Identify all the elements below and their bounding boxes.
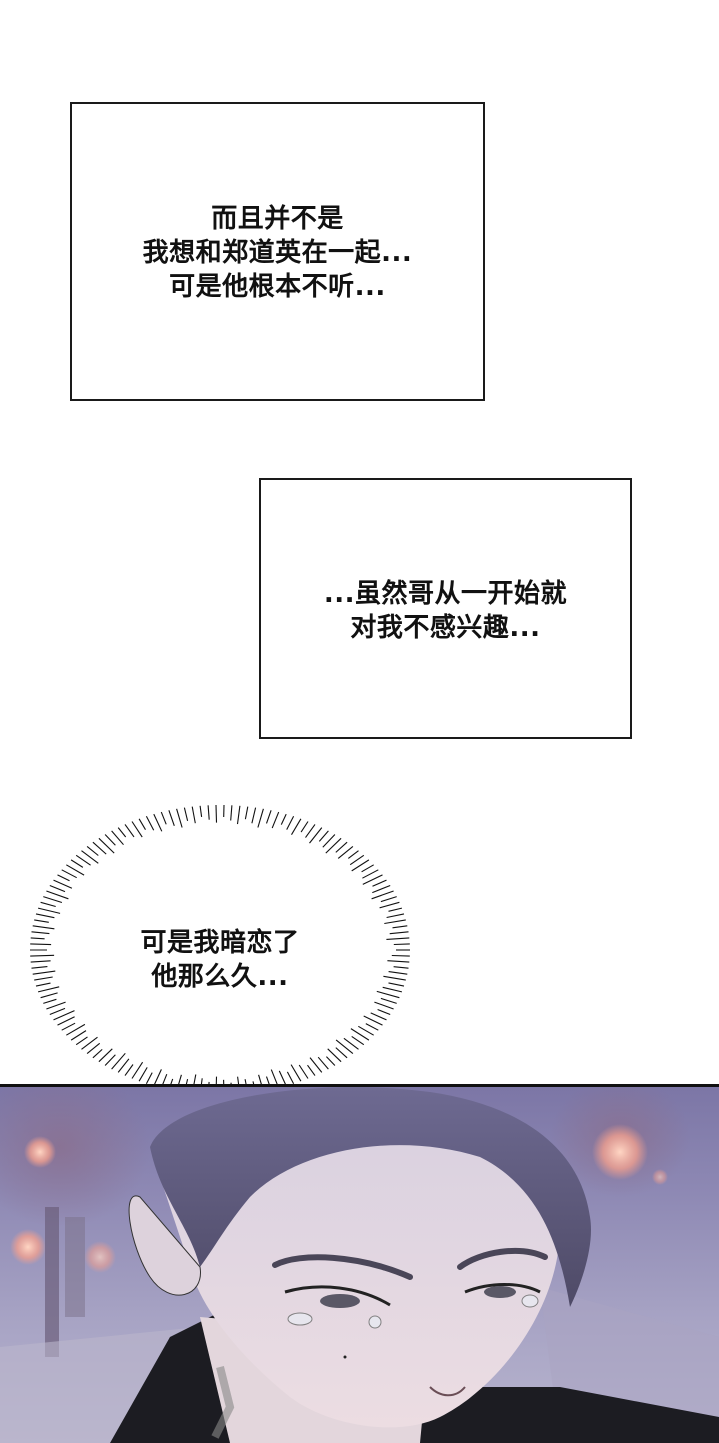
caption-text-1: 而且并不是 我想和郑道英在一起... 可是他根本不听... xyxy=(143,202,413,304)
caption-text-2: ...虽然哥从一开始就 对我不感兴趣... xyxy=(324,577,567,645)
caption-line: 我想和郑道英在一起... xyxy=(143,236,413,270)
caption-line: ...虽然哥从一开始就 xyxy=(324,577,567,611)
caption-line: 而且并不是 xyxy=(143,202,413,236)
caption-line: 对我不感兴趣... xyxy=(324,611,567,645)
character-illustration xyxy=(0,1084,719,1443)
thought-text: 可是我暗恋了 他那么久... xyxy=(20,926,420,994)
thought-line: 他那么久... xyxy=(20,960,420,994)
caption-line: 可是他根本不听... xyxy=(143,270,413,304)
caption-box-1: 而且并不是 我想和郑道英在一起... 可是他根本不听... xyxy=(70,102,485,401)
crying-man-artwork xyxy=(0,1087,719,1443)
thought-line: 可是我暗恋了 xyxy=(20,926,420,960)
thought-burst-bubble: 可是我暗恋了 他那么久... xyxy=(20,800,420,1100)
caption-box-2: ...虽然哥从一开始就 对我不感兴趣... xyxy=(259,478,632,739)
